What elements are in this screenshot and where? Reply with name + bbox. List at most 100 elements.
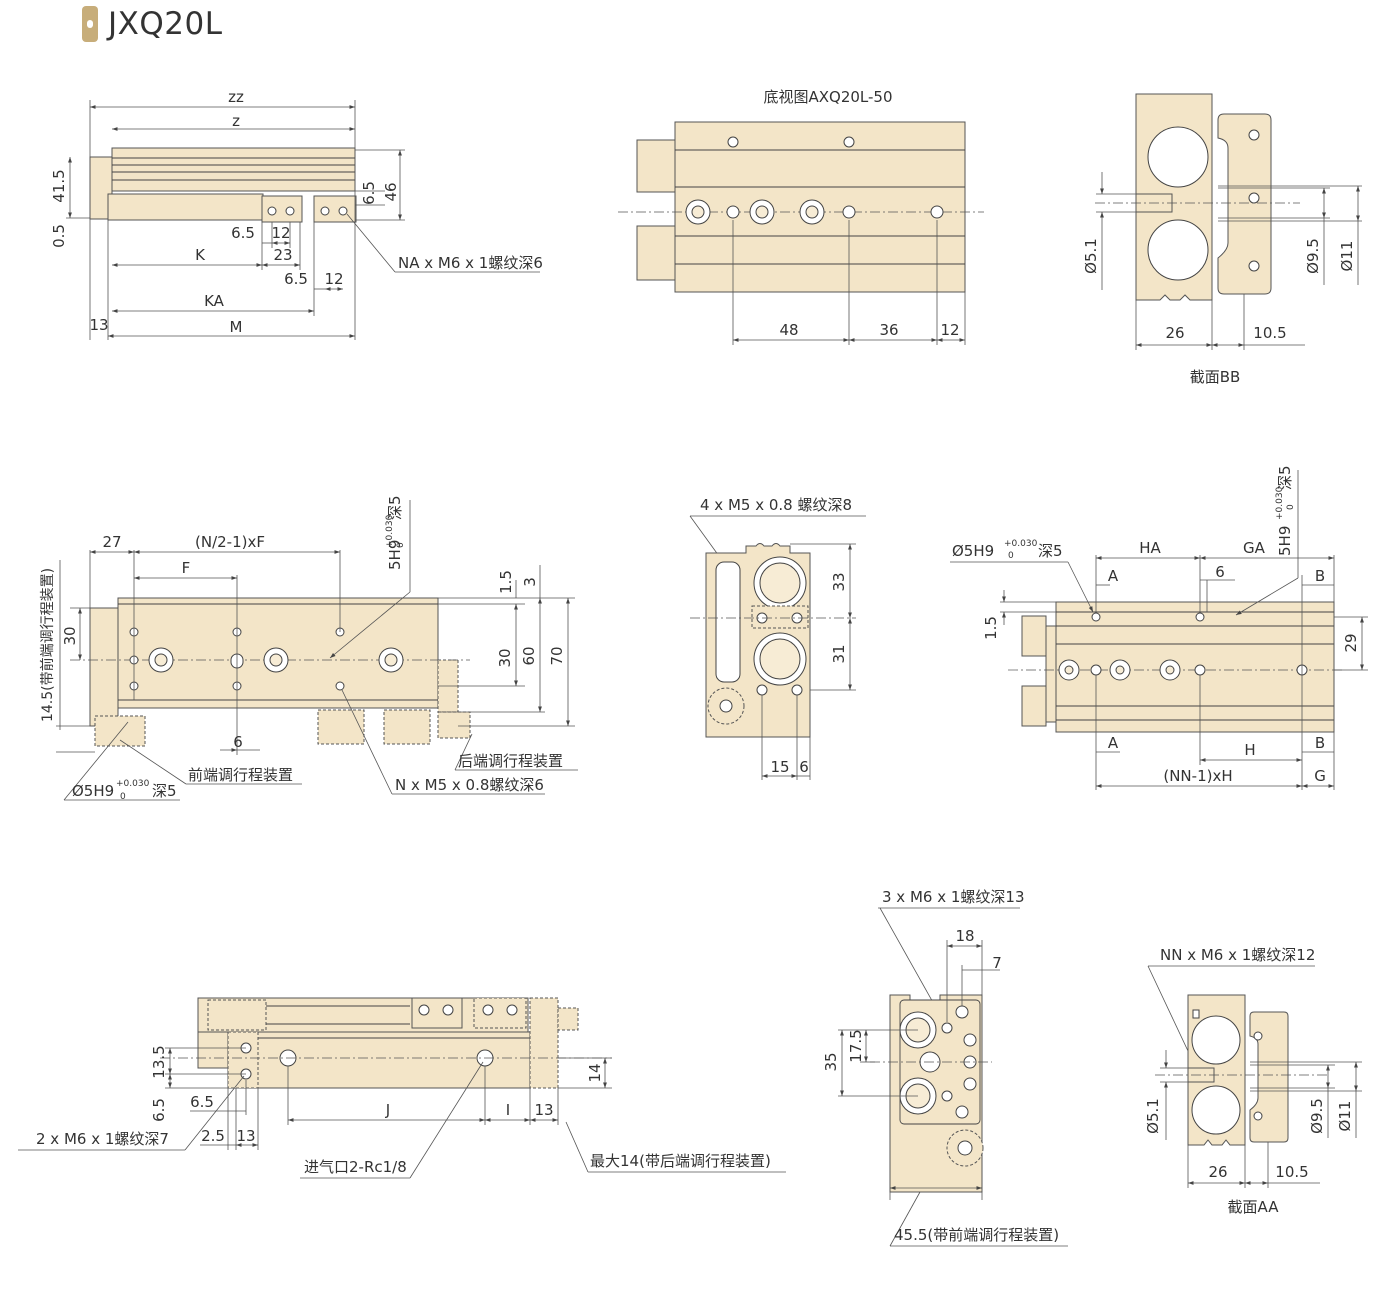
dim-nn-h: (NN-1)xH (1163, 767, 1232, 785)
callout-air-port: 进气口2-Rc1/8 (304, 1158, 407, 1176)
dim-J: J (385, 1101, 390, 1119)
dim-F: F (182, 559, 191, 577)
pin-slide-right-up: +0.030 (1275, 486, 1285, 520)
callout-45-5-width: 45.5(带前端调行程装置) (894, 1226, 1059, 1244)
view-front: 13.5 6.5 6.5 2.5 13 J I 13 14 2 x M6 x 1… (18, 997, 786, 1179)
dim-36: 36 (879, 321, 898, 339)
dim-phi-5-1-aa: Ø5.1 (1144, 1098, 1162, 1134)
dim-6-5-front-h: 6.5 (190, 1093, 214, 1111)
callout-pin-front: Ø5H9 (72, 782, 114, 800)
dim-31: 31 (830, 644, 848, 663)
callout-max-14: 最大14(带后端调行程装置) (590, 1152, 771, 1170)
dim-H: H (1244, 741, 1255, 759)
dim-phi-5-1-bb: Ø5.1 (1082, 238, 1100, 274)
dim-35: 35 (822, 1052, 840, 1071)
dim-6-5-v: 6.5 (360, 181, 378, 205)
dim-KA: KA (204, 292, 225, 310)
dim-12-a: 12 (271, 224, 290, 242)
dim-1-5-slide: 1.5 (982, 616, 1000, 640)
dim-G: G (1314, 767, 1326, 785)
caption-bottom-view: 底视图AXQ20L-50 (763, 88, 892, 106)
dim-7: 7 (992, 954, 1002, 972)
callout-n-thread: N x M5 x 0.8螺纹深6 (395, 776, 544, 794)
dim-HA: HA (1139, 539, 1161, 557)
callout-nn-m6-thread: NN x M6 x 1螺纹深12 (1160, 946, 1315, 964)
dim-0-5: 0.5 (50, 224, 68, 248)
section-A-top: A (1108, 567, 1119, 585)
dim-17-5: 17.5 (847, 1029, 865, 1062)
pin-top-tol-up: +0.030 (385, 514, 395, 548)
dim-phi-11-bb: Ø11 (1338, 241, 1356, 272)
dim-15-end: 15 (770, 758, 789, 776)
view-section-aa: NN x M6 x 1螺纹深12 Ø5.1 Ø9.5 Ø11 26 (1144, 946, 1362, 1216)
dim-46: 46 (382, 182, 400, 201)
dim-13-5: 13.5 (150, 1045, 168, 1078)
page-title: JXQ20L (108, 6, 223, 42)
section-A-bottom: A (1108, 734, 1119, 752)
dim-26-aa: 26 (1208, 1163, 1227, 1181)
view-top: 27 (N/2-1)xF F 30 14.5(带前端调行程装置) 6 30 60… (39, 495, 578, 802)
view-side: zz z 41.5 0.5 6.5 12 23 K KA 6.5 12 M 13 (50, 88, 543, 340)
title-bar: JXQ20L (82, 4, 223, 44)
dim-K: K (195, 246, 206, 264)
dim-33: 33 (830, 572, 848, 591)
dim-48: 48 (779, 321, 798, 339)
section-B-bottom: B (1315, 734, 1325, 752)
dim-3-top: 3 (521, 577, 539, 587)
dim-6-5-front-v: 6.5 (150, 1098, 168, 1122)
dim-phi-9-5-aa: Ø9.5 (1308, 1098, 1326, 1134)
dim-zz: zz (228, 88, 244, 106)
dim-29: 29 (1342, 633, 1360, 652)
dim-12: 12 (940, 321, 959, 339)
callout-2-m6-thread: 2 x M6 x 1螺纹深7 (36, 1130, 169, 1148)
dim-14-front: 14 (586, 1063, 604, 1082)
view-section-bb: Ø5.1 Ø9.5 Ø11 26 10.5 截面BB (1082, 93, 1362, 386)
dim-12-b: 12 (324, 270, 343, 288)
dim-M: M (230, 318, 243, 336)
section-B-top: B (1315, 567, 1325, 585)
callout-pin-front-tol-dn: 0 (120, 792, 126, 802)
dim-60: 60 (520, 646, 538, 665)
pin-slide-right-main: 5H9 (1276, 526, 1294, 556)
dim-n-f: (N/2-1)xF (195, 533, 265, 551)
dim-18: 18 (955, 927, 974, 945)
dim-2-5: 2.5 (201, 1127, 225, 1145)
dim-30-right: 30 (496, 648, 514, 667)
dim-6-5-a: 6.5 (231, 224, 255, 242)
callout-rear-adjust: 后端调行程装置 (458, 752, 563, 770)
dim-6-end: 6 (799, 758, 809, 776)
dim-70: 70 (548, 646, 566, 665)
caption-section-aa: 截面AA (1228, 1198, 1280, 1216)
dim-6-slide: 6 (1215, 563, 1225, 581)
dim-30-left: 30 (61, 626, 79, 645)
view-end2: 3 x M6 x 1螺纹深13 18 7 17.5 35 (822, 888, 1068, 1247)
pin-top-main: 5H9 (386, 540, 404, 570)
dim-41-5: 41.5 (50, 169, 68, 202)
pin-slide-right-dn: 0 (1286, 504, 1296, 510)
dim-14-5-front: 14.5(带前端调行程装置) (39, 568, 56, 722)
dim-I: I (506, 1101, 510, 1119)
dim-10-5-bb: 10.5 (1253, 324, 1286, 342)
dim-1-5-top: 1.5 (497, 570, 515, 594)
pin-slide-left-up: +0.030 (1004, 539, 1038, 549)
callout-pin-front-tol-up: +0.030 (116, 779, 150, 789)
dim-phi-11-aa: Ø11 (1336, 1101, 1354, 1132)
view-bottom: 底视图AXQ20L-50 48 36 12 (618, 88, 984, 345)
callout-front-adjust: 前端调行程装置 (188, 766, 293, 784)
dim-23: 23 (273, 246, 292, 264)
dim-phi-9-5-bb: Ø9.5 (1304, 238, 1322, 274)
dim-z: z (232, 112, 240, 130)
pin-slide-right-depth: 深5 (1276, 465, 1294, 490)
title-tag-icon (82, 6, 98, 42)
view-slide-top: HA GA A B 6 1.5 29 A H B (NN-1)xH G Ø5H9 (950, 465, 1368, 790)
callout-na-thread: NA x M6 x 1螺纹深6 (398, 254, 543, 272)
dim-13-front-b: 13 (534, 1101, 553, 1119)
dim-13-front-a: 13 (236, 1127, 255, 1145)
pin-slide-left-dn: 0 (1008, 551, 1014, 561)
pin-slide-left-main: Ø5H9 (952, 542, 994, 560)
caption-section-bb: 截面BB (1190, 368, 1241, 386)
pin-slide-left-depth: 深5 (1038, 542, 1063, 560)
pin-top-depth: 深5 (386, 495, 404, 520)
dim-13: 13 (89, 316, 108, 334)
